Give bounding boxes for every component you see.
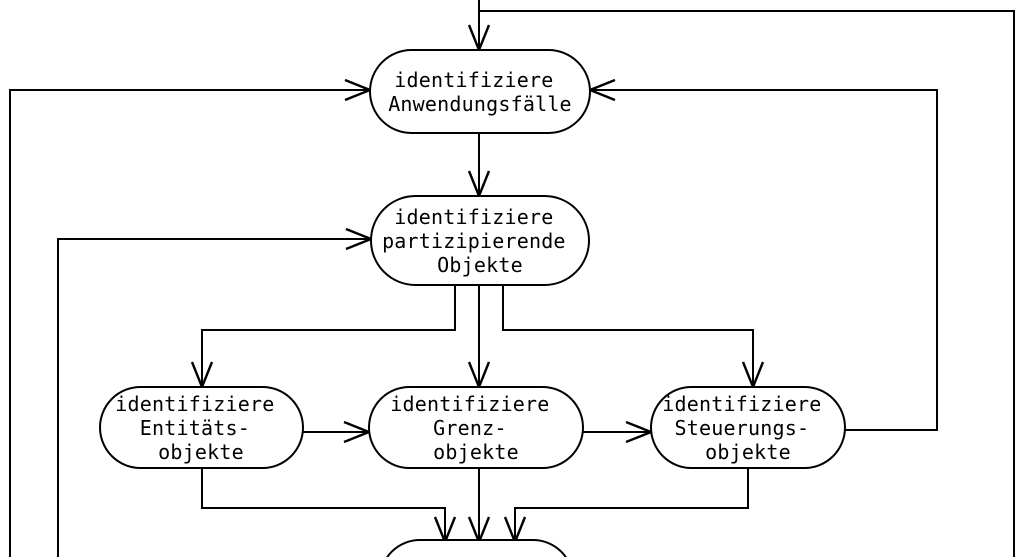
- node-steuerungsobjekte: identifiziere Steuerungs- objekte: [650, 386, 846, 469]
- node-grenzobjekte-shape: [368, 386, 584, 469]
- node-grenzobjekte-label: identifiziere Grenz- objekte: [390, 392, 561, 464]
- edge-layer: [9, 0, 1015, 557]
- node-bottom-partial-shape: [386, 539, 567, 557]
- node-anwendungsfaelle: identifiziere Anwendungsfälle: [369, 49, 591, 134]
- node-partizipierende-objekte-shape: [370, 195, 590, 286]
- node-entitaetsobjekte-label: identifiziere Entitäts- objekte: [115, 392, 286, 464]
- edge-partizipierende-to-entitaets: [202, 285, 456, 387]
- node-partizipierende-objekte-label: identifiziere partizipierende Objekte: [382, 205, 578, 277]
- node-steuerungsobjekte-label: identifiziere Steuerungs- objekte: [662, 392, 833, 464]
- node-steuerungsobjekte-shape: [650, 386, 846, 469]
- edge-feedback-left-outer-to-anwendungsfaelle: [9, 90, 370, 557]
- edge-steuerungs-to-bottom: [515, 468, 749, 542]
- node-grenzobjekte: identifiziere Grenz- objekte: [368, 386, 584, 469]
- node-entitaetsobjekte-shape: [99, 386, 304, 469]
- edge-feedback-left-inner-to-partizipierende: [57, 239, 371, 557]
- node-partizipierende-objekte: identifiziere partizipierende Objekte: [370, 195, 590, 286]
- edge-partizipierende-to-steuerungs: [502, 285, 753, 387]
- node-bottom-partial: [386, 539, 567, 557]
- edge-feedback-steuerungs-to-anwendungsfaelle: [590, 90, 938, 431]
- edge-feedback-right-outer: [479, 10, 1015, 557]
- node-anwendungsfaelle-label: identifiziere Anwendungsfälle: [388, 68, 572, 116]
- edge-entitaets-to-bottom: [201, 468, 445, 542]
- node-anwendungsfaelle-shape: [369, 49, 591, 134]
- node-entitaetsobjekte: identifiziere Entitäts- objekte: [99, 386, 304, 469]
